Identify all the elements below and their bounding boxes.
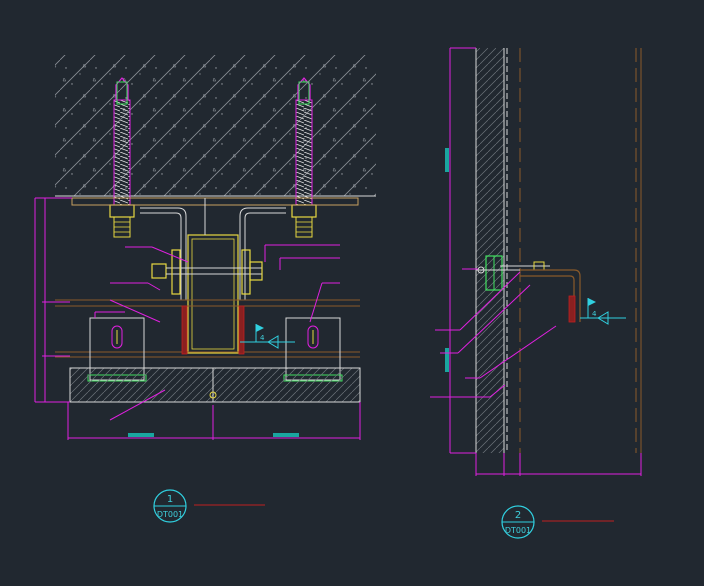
bracket-assembly: [476, 255, 581, 323]
detail-callout-2: 2 DT001: [501, 505, 614, 539]
detail-1: 4: [34, 55, 376, 440]
detail-2: 4: [430, 47, 642, 476]
concrete-slab: [55, 55, 376, 196]
weld-size-label-1: 4: [260, 334, 265, 342]
callout-2-number: 2: [515, 510, 521, 521]
stone-panel: [69, 367, 361, 403]
wall-section: [476, 48, 504, 453]
anchor-bolt-left: [109, 77, 135, 238]
weld-size-label-2: 4: [592, 310, 597, 318]
anchor-bolt-right: [291, 77, 317, 238]
steel-tube: [187, 234, 239, 354]
callout-2-sheet: DT001: [505, 526, 531, 535]
detail-callout-1: 1 DT001: [153, 489, 265, 523]
through-bolt: [151, 249, 263, 295]
weld-symbol-2: 4: [580, 298, 626, 325]
embed-plate: [71, 197, 359, 206]
callout-1-sheet: DT001: [157, 510, 183, 519]
callout-1-number: 1: [167, 494, 173, 505]
weld-symbol-1: 4: [240, 324, 295, 349]
